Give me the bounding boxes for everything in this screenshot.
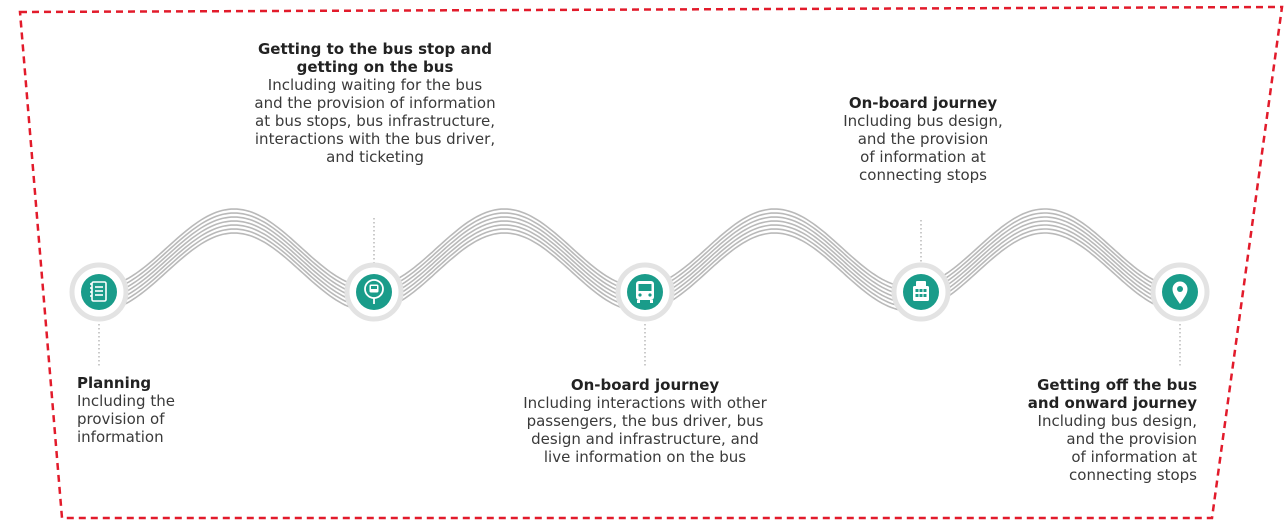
stage-description: Including the provision of information <box>77 392 175 446</box>
stage-title: Getting to the bus stop and getting on t… <box>257 40 493 76</box>
bus-icon <box>636 281 654 303</box>
stage-description: Including waiting for the bus and the pr… <box>254 76 496 166</box>
stage-icon-destination <box>1150 262 1210 322</box>
bus-stop-icon <box>364 279 384 304</box>
stage-on-board: On-board journey Including interactions … <box>480 376 810 466</box>
connectors <box>98 218 1181 368</box>
stage-icon-connecting-stop <box>891 262 951 322</box>
connecting-stop-icon <box>913 281 929 301</box>
stage-description: Including interactions with other passen… <box>523 394 767 466</box>
location-pin-icon <box>1172 281 1188 304</box>
stage-description: Including bus design, and the provision … <box>843 112 1003 184</box>
stage-title: On-board journey <box>848 94 998 112</box>
dashed-border <box>18 5 1284 520</box>
stage-connecting-stop: On-board journey Including bus design, a… <box>808 94 1038 184</box>
stage-icon-on-board <box>615 262 675 322</box>
stage-destination: Getting off the bus and onward journey I… <box>972 376 1197 484</box>
stage-title: Getting off the bus and onward journey <box>1027 376 1197 412</box>
stage-icon-planning <box>69 262 129 322</box>
stage-bus-stop: Getting to the bus stop and getting on t… <box>205 40 545 166</box>
notepad-icon <box>90 281 107 302</box>
stage-icon-bus-stop <box>344 262 404 322</box>
stage-planning: Planning Including the provision of info… <box>77 374 247 446</box>
stage-description: Including bus design, and the provision … <box>1037 412 1197 484</box>
stage-title: Planning <box>77 374 152 392</box>
stage-title: On-board journey <box>570 376 720 394</box>
